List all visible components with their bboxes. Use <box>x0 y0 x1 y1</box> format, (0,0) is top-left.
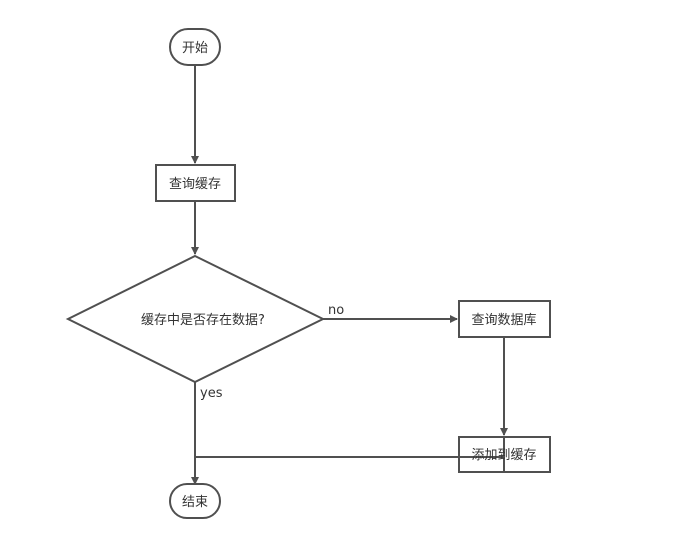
query-cache-process-shape <box>155 164 236 202</box>
end-terminal-shape <box>169 483 221 519</box>
query-db-process-shape <box>458 300 551 338</box>
query-db-label: 查询数据库 <box>471 312 536 328</box>
node-query-db[interactable]: 查询数据库 <box>458 300 551 338</box>
start-label: 开始 <box>182 41 208 56</box>
node-add-cache[interactable]: 添加到缓存 <box>458 436 551 473</box>
end-label: 结束 <box>182 495 208 510</box>
edges <box>191 66 508 485</box>
node-end[interactable]: 结束 <box>169 483 221 519</box>
node-query-cache[interactable]: 查询缓存 <box>155 164 236 202</box>
decision-label: 缓存中是否存在数据? <box>141 313 265 328</box>
query-cache-label: 查询缓存 <box>169 177 221 192</box>
node-start[interactable]: 开始 <box>169 28 221 66</box>
node-decision[interactable]: 缓存中是否存在数据? <box>65 254 326 384</box>
start-terminal-shape <box>169 28 221 66</box>
edge-label-no: no <box>328 303 344 318</box>
decision-diamond-shape <box>65 254 326 384</box>
add-cache-label: 添加到缓存 <box>471 448 536 463</box>
edge-label-yes: yes <box>200 386 223 401</box>
